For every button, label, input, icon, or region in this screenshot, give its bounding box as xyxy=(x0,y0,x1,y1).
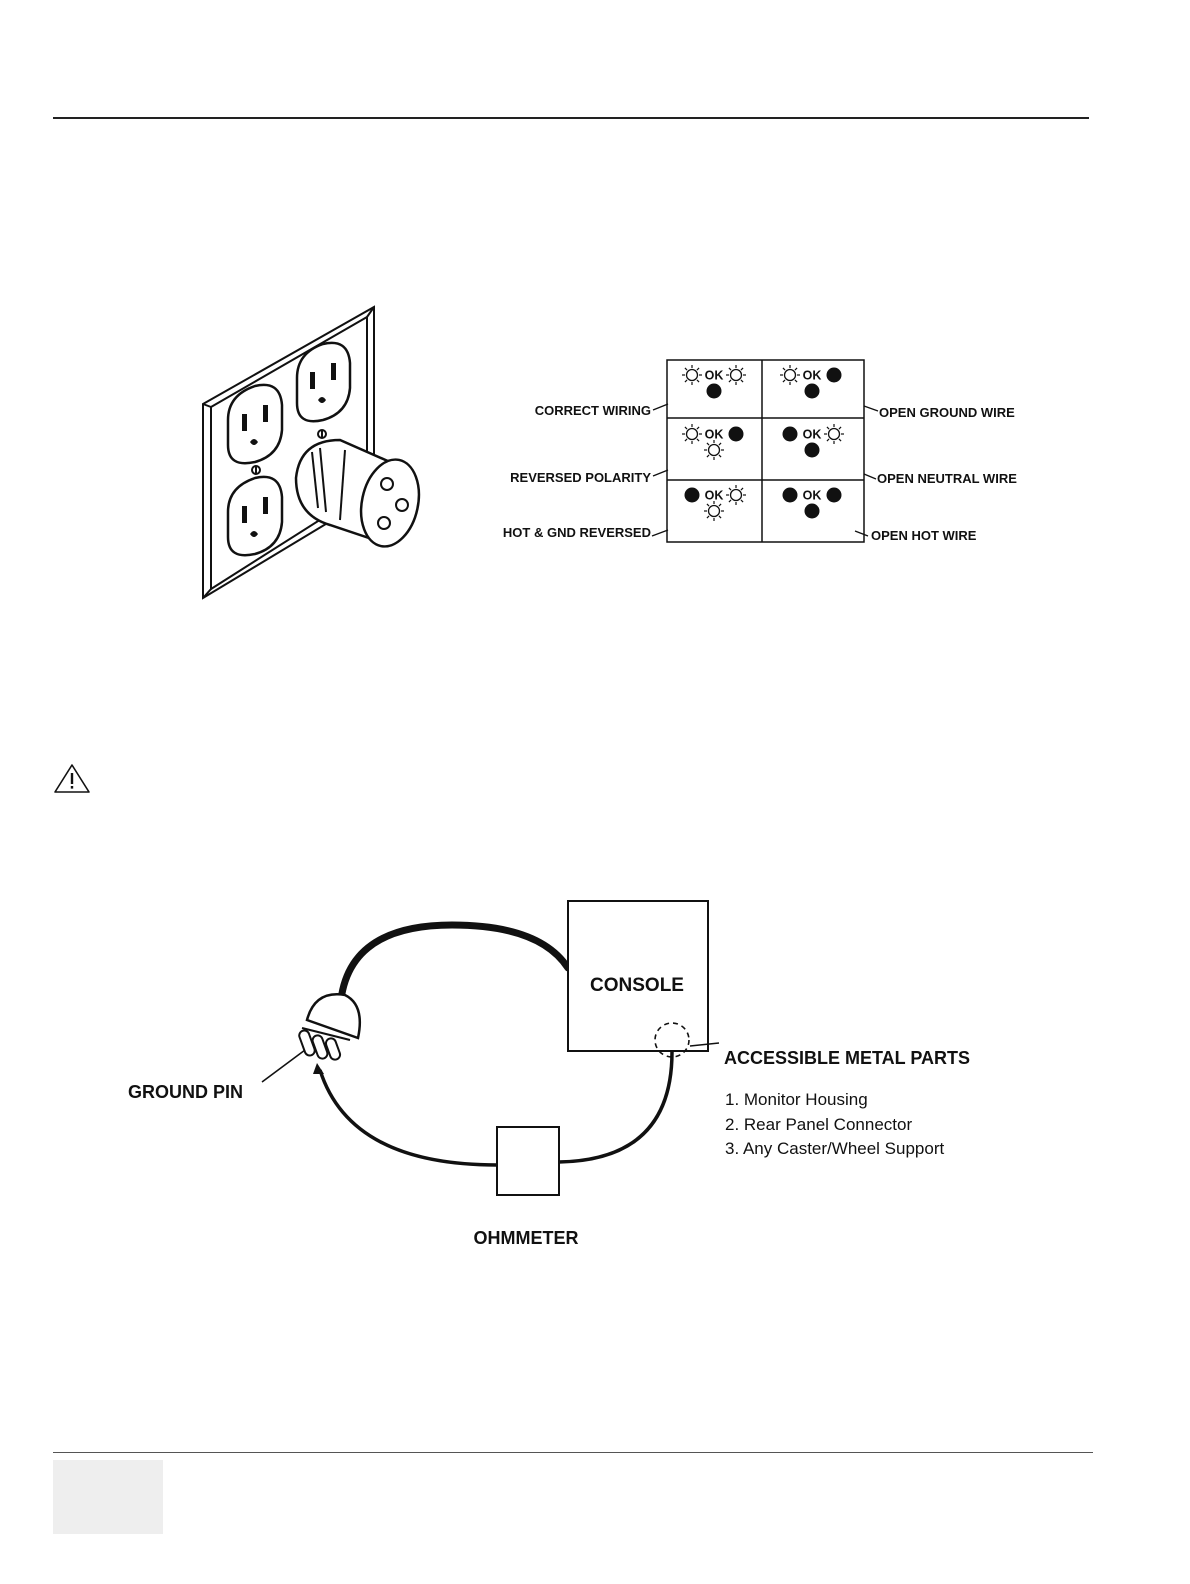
console-label: CONSOLE xyxy=(590,975,684,996)
ok-label: OK xyxy=(803,489,822,503)
lamp-ray xyxy=(697,380,699,382)
outlet-tester-grid: OK OK OK OK OK OK xyxy=(667,360,864,542)
metal-parts-title: ACCESSIBLE METAL PARTS xyxy=(724,1048,970,1068)
lamp-lit-icon xyxy=(731,370,742,381)
lamp-ray xyxy=(783,368,785,370)
lamp-ray xyxy=(685,380,687,382)
lamp-lit-icon xyxy=(709,506,720,517)
lamp-dark-icon xyxy=(783,488,798,503)
ok-label: OK xyxy=(705,428,724,442)
lamp-ray xyxy=(827,427,829,429)
lamp-ray xyxy=(741,488,743,490)
lamp-ray xyxy=(719,443,721,445)
tester-labels-left xyxy=(652,404,668,536)
lamp-ray xyxy=(795,380,797,382)
lamp-dark-icon xyxy=(707,384,722,399)
ground-pin-label: GROUND PIN xyxy=(128,1082,243,1102)
lamp-ray xyxy=(707,516,709,518)
metal-parts-item: 1. Monitor Housing xyxy=(725,1090,868,1109)
lamp-ray xyxy=(741,500,743,502)
lamp-ray xyxy=(741,380,743,382)
ohmmeter-label: OHMMETER xyxy=(474,1228,579,1248)
metal-parts-item: 2. Rear Panel Connector xyxy=(725,1115,912,1134)
label-open-hot-wire: OPEN HOT WIRE xyxy=(871,528,977,543)
lamp-ray xyxy=(719,516,721,518)
lamp-dark-icon xyxy=(685,488,700,503)
label-correct-wiring: CORRECT WIRING xyxy=(535,403,651,418)
lamp-ray xyxy=(729,368,731,370)
lamp-lit-icon xyxy=(785,370,796,381)
metal-parts-item: 3. Any Caster/Wheel Support xyxy=(725,1139,945,1158)
lamp-ray xyxy=(839,427,841,429)
ok-label: OK xyxy=(803,428,822,442)
lamp-ray xyxy=(729,488,731,490)
ok-label: OK xyxy=(705,369,724,383)
lamp-ray xyxy=(719,455,721,457)
lamp-ray xyxy=(697,439,699,441)
lamp-ray xyxy=(795,368,797,370)
label-open-ground-wire: OPEN GROUND WIRE xyxy=(879,405,1015,420)
lamp-dark-icon xyxy=(783,427,798,442)
lamp-ray xyxy=(741,368,743,370)
ok-label: OK xyxy=(705,489,724,503)
warning-triangle-icon xyxy=(55,765,89,792)
ground-test-diagram xyxy=(262,901,719,1195)
lamp-lit-icon xyxy=(709,445,720,456)
lamp-dark-icon xyxy=(729,427,744,442)
lamp-ray xyxy=(827,439,829,441)
tester-labels-right xyxy=(855,406,878,536)
lamp-dark-icon xyxy=(805,384,820,399)
lamp-ray xyxy=(707,455,709,457)
lamp-ray xyxy=(697,427,699,429)
lamp-ray xyxy=(685,368,687,370)
lamp-ray xyxy=(729,500,731,502)
lamp-ray xyxy=(685,427,687,429)
lamp-dark-icon xyxy=(805,504,820,519)
lamp-lit-icon xyxy=(731,490,742,501)
wall-outlet-illustration xyxy=(203,307,427,598)
lamp-ray xyxy=(783,380,785,382)
lamp-lit-icon xyxy=(829,429,840,440)
label-reversed-polarity: REVERSED POLARITY xyxy=(510,470,651,485)
lamp-ray xyxy=(697,368,699,370)
lamp-dark-icon xyxy=(827,368,842,383)
lamp-dark-icon xyxy=(827,488,842,503)
lamp-ray xyxy=(839,439,841,441)
lamp-lit-icon xyxy=(687,429,698,440)
label-open-neutral-wire: OPEN NEUTRAL WIRE xyxy=(877,471,1017,486)
lamp-ray xyxy=(729,380,731,382)
lamp-lit-icon xyxy=(687,370,698,381)
label-hot-gnd-reversed: HOT & GND REVERSED xyxy=(503,525,651,540)
lamp-dark-icon xyxy=(805,443,820,458)
lamp-ray xyxy=(719,504,721,506)
lamp-ray xyxy=(707,443,709,445)
lamp-ray xyxy=(707,504,709,506)
lamp-ray xyxy=(685,439,687,441)
ok-label: OK xyxy=(803,369,822,383)
